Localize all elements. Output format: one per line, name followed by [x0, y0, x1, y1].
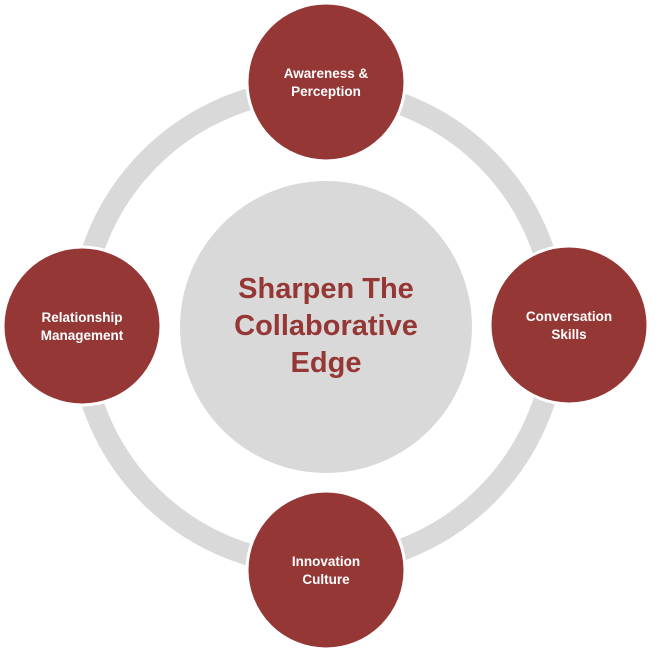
node-label-line-2: Culture [302, 572, 350, 587]
node-label-line-1: Awareness & [284, 66, 369, 81]
node-innovation-culture: Innovation Culture [245, 489, 407, 651]
node-label-line-1: Conversation [526, 309, 612, 324]
center-title-line-3: Edge [291, 347, 362, 379]
node-circle [1, 245, 163, 407]
node-label-line-2: Perception [291, 84, 361, 99]
center-hub: Sharpen The Collaborative Edge [180, 181, 472, 473]
node-label-line-2: Management [41, 328, 124, 343]
center-title-line-2: Collaborative [234, 310, 418, 342]
node-conversation-skills: Conversation Skills [488, 244, 650, 406]
node-relationship-management: Relationship Management [1, 245, 163, 407]
node-circle [245, 1, 407, 163]
node-label-line-2: Skills [551, 327, 586, 342]
node-label-line-1: Relationship [41, 310, 122, 325]
node-circle [488, 244, 650, 406]
center-title-line-1: Sharpen The [238, 273, 414, 305]
node-awareness-perception: Awareness & Perception [245, 1, 407, 163]
center-circle [180, 181, 472, 473]
node-label-line-1: Innovation [292, 554, 360, 569]
node-circle [245, 489, 407, 651]
